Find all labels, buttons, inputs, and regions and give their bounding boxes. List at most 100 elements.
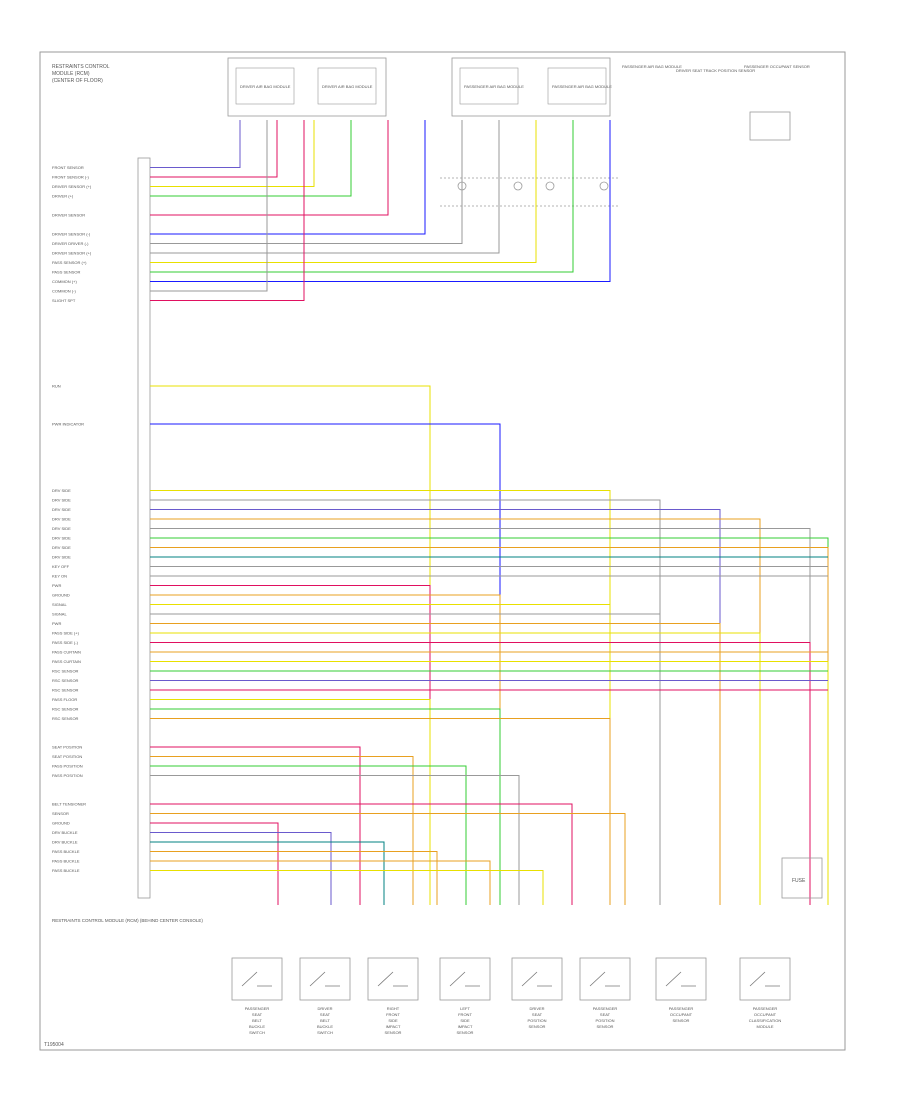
pin-label: SENSOR [52,811,69,816]
bottom-component-box [231,957,283,1001]
pin-label: PASS CURTAIN [52,659,81,664]
pin-label: PWR INDICATOR [52,422,84,427]
pin-label: RSC SENSOR [52,678,79,683]
wire [150,528,811,905]
pin-label: PASS CURTAIN [52,650,81,655]
airbag-module-box [547,67,607,105]
bottom-component-label: SEAT [320,1012,331,1017]
connector-circle [545,181,555,191]
wire [150,490,611,905]
wire [150,632,761,905]
bottom-component-label: PASSENGER [245,1006,270,1011]
switch-symbol [241,971,272,987]
pin-label: COMMON (+) [52,279,77,284]
bottom-component-box [739,957,791,1001]
pin-label: DRIVER SENSOR (+) [52,251,92,256]
connector-circle [599,181,609,191]
wires [150,120,829,905]
wire [150,661,829,905]
pin-label: PASS POSITION [52,773,83,778]
rcm-connector-block [137,157,151,899]
wire [150,756,414,905]
bottom-component-label: SWITCH [317,1030,333,1035]
wire [150,813,626,905]
pin-label: DRIVER SENSOR (+) [52,184,92,189]
top-component-label: PASSENGER AIR BAG MODULE [552,84,612,89]
wire [150,120,305,301]
pin-label: GROUND [52,821,70,826]
switch-symbol [749,971,780,987]
wire [150,746,361,905]
pin-label: PASS SIDE (+) [52,631,80,636]
bottom-component-label: MODULE [756,1024,773,1029]
bottom-component-label: CLASSIFICATION [749,1018,782,1023]
fuse-box-label: FUSE [792,878,806,884]
pin-label: PASS BUCKLE [52,849,80,854]
wire [150,699,431,905]
wire [150,518,761,905]
bottom-component-box [655,957,707,1001]
pin-label: RSC SENSOR [52,688,79,693]
pin-label: RUN [52,384,61,389]
pin-label: PASS POSITION [52,764,83,769]
wire [150,120,500,254]
pin-label: DRV SIDE [52,526,71,531]
wire [150,120,241,168]
pin-label: RSC SENSOR [52,669,79,674]
bottom-component-label: IMPACT [386,1024,401,1029]
top-note: DRIVER SEAT TRACK POSITION SENSOR [676,68,755,73]
top-note: PASSENGER OCCUPANT SENSOR [744,64,810,69]
wire [150,594,501,905]
switch-symbol [309,971,340,987]
switch-symbol [665,971,696,987]
pin-label: DRV SIDE [52,517,71,522]
bottom-component-label: PASSENGER [669,1006,694,1011]
pin-label: PASS SENSOR [52,270,80,275]
top-component-label: DRIVER AIR BAG MODULE [322,84,373,89]
bottom-component-label: FRONT [386,1012,400,1017]
bottom-component-label: DRIVER [317,1006,332,1011]
wire [150,718,611,905]
bottom-component-label: SIDE [388,1018,398,1023]
wire [150,623,721,905]
pin-label: DRIVER DRIVER (-) [52,241,89,246]
wire [150,822,279,905]
wire [150,499,661,905]
bottom-component-label: BELT [320,1018,330,1023]
pin-label: PWR [52,583,61,588]
top-component-label: PASSENGER AIR BAG MODULE [464,84,524,89]
bottom-component-label: FRONT [458,1012,472,1017]
wire [150,604,611,905]
wire [150,120,574,273]
top-note: PASSENGER AIR BAG MODULE [622,64,682,69]
wire [150,120,389,216]
wire [150,120,537,263]
pin-label: SEAT POSITION [52,745,82,750]
wire [150,841,385,905]
pin-label: PASS BUCKLE [52,868,80,873]
pin-label: DRV SIDE [52,536,71,541]
bottom-component-label: IMPACT [458,1024,473,1029]
bottom-left-label: RESTRAINTS CONTROL MODULE (RCM) (BEHIND … [52,918,203,923]
pin-label: SLIGHT SPT [52,298,76,303]
pin-label: DRV SIDE [52,555,71,560]
wire [150,613,661,905]
wire [150,803,573,905]
wire [150,832,332,905]
bottom-component-label: DRIVER [529,1006,544,1011]
bottom-component-label: SEAT [600,1012,611,1017]
passenger-airbag-group-box [451,57,611,117]
pin-label: PWR [52,621,61,626]
pin-label: DRV BUCKLE [52,830,78,835]
pin-label: SIGNAL [52,602,67,607]
pin-label: PASS BUCKLE [52,859,80,864]
pin-label: DRIVER (+) [52,194,74,199]
pin-label: RSC SENSOR [52,716,79,721]
